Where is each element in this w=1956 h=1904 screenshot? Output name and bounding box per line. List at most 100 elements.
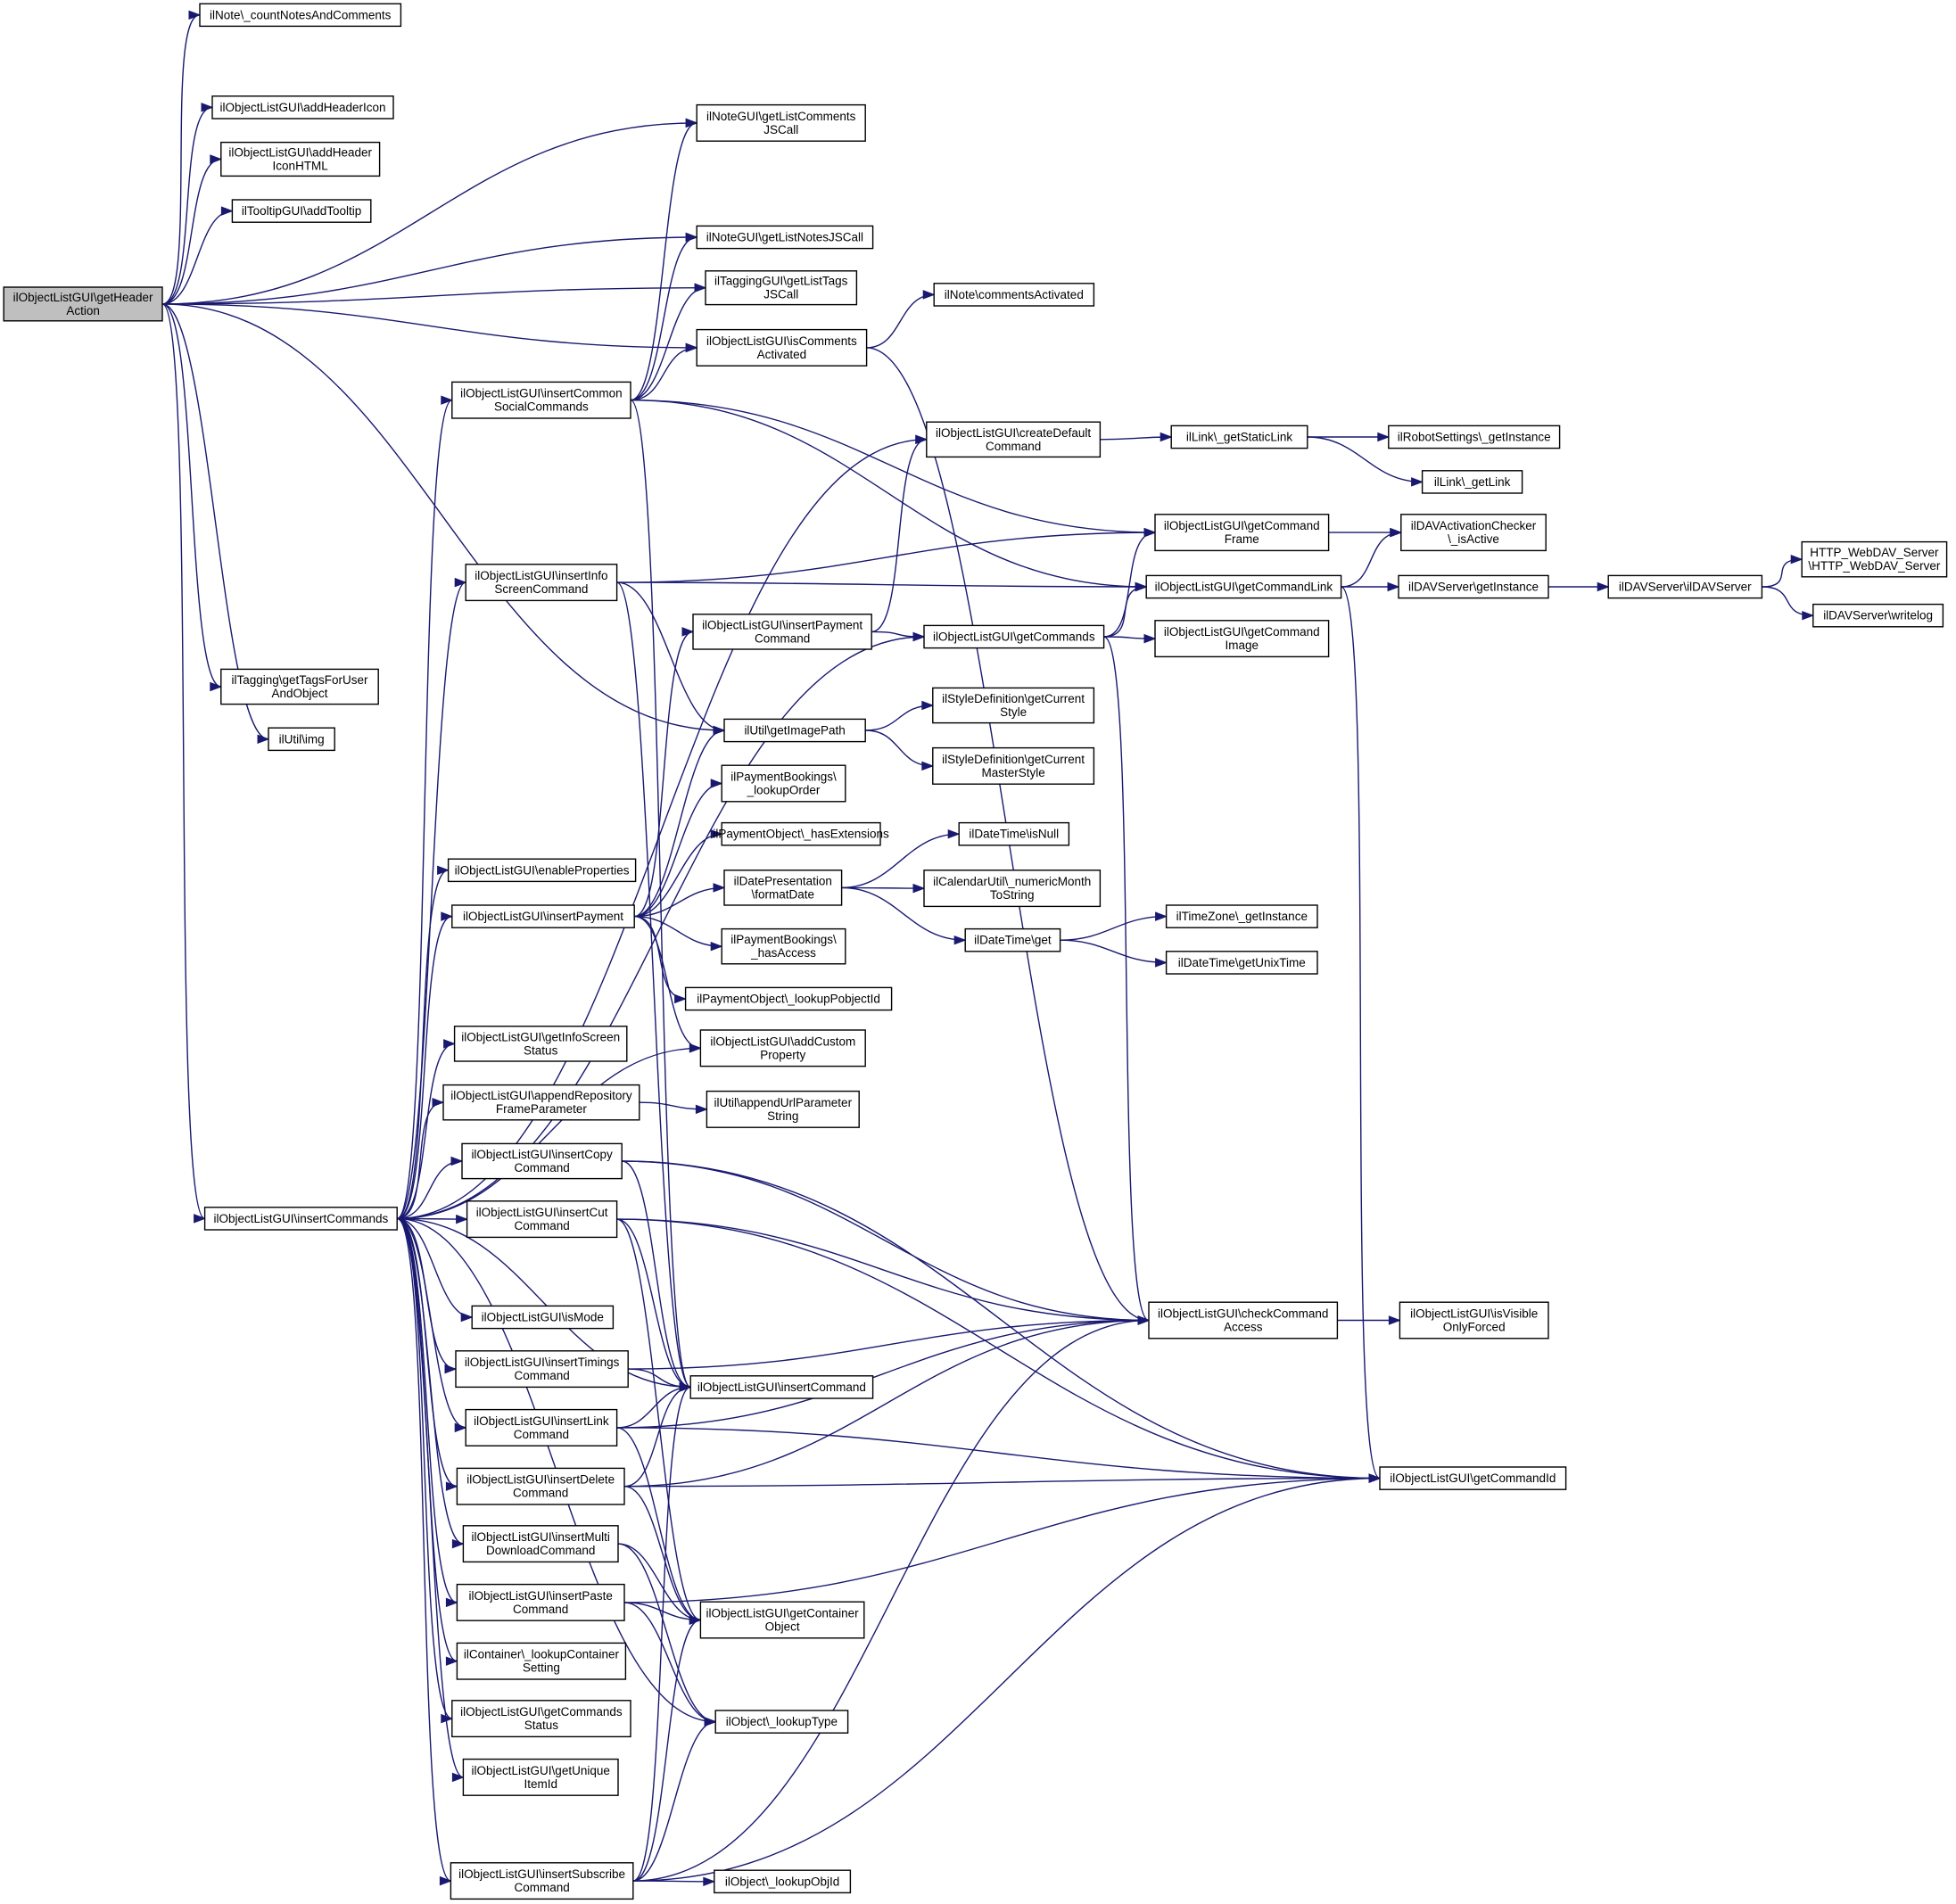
node-insertCommand[interactable]: ilObjectListGUI\insertCommand	[689, 1375, 874, 1399]
node-box	[1165, 951, 1318, 975]
node-getCommands[interactable]: ilObjectListGUI\getCommands	[923, 624, 1105, 649]
node-label: ilObjectListGUI\getCommands	[460, 1705, 623, 1719]
node-hasExtensions[interactable]: ilPaymentObject\_hasExtensions	[713, 821, 889, 846]
node-lookupPobjectId[interactable]: ilPaymentObject\_lookupPobjectId	[684, 986, 893, 1011]
arrow-head-icon	[1411, 477, 1424, 487]
edge-insertSubscribe-to-getContainerObject	[632, 1615, 702, 1882]
node-insertMultiDownload[interactable]: ilObjectListGUI\insertMultiDownloadComma…	[462, 1525, 619, 1563]
node-insertCommonSocial[interactable]: ilObjectListGUI\insertCommonSocialComman…	[451, 381, 631, 419]
node-robotGetInstance[interactable]: ilRobotSettings\_getInstance	[1388, 424, 1561, 449]
edge-line	[397, 915, 452, 1220]
node-label: Command	[514, 1428, 569, 1441]
node-label: ilTagging\getTagsForUser	[231, 673, 368, 687]
node-label: ilObjectListGUI\insertTimings	[465, 1356, 620, 1369]
node-box	[923, 870, 1102, 908]
node-tzGetInstance[interactable]: ilTimeZone\_getInstance	[1165, 904, 1318, 928]
node-countNotes[interactable]: ilNote\_countNotesAndComments	[199, 3, 402, 28]
node-box	[220, 668, 379, 705]
node-enableProperties[interactable]: ilObjectListGUI\enableProperties	[447, 858, 637, 883]
node-insertPayment[interactable]: ilObjectListGUI\insertPayment	[451, 904, 635, 928]
node-getStaticLink[interactable]: ilLink\_getStaticLink	[1170, 424, 1308, 449]
node-addHeaderIcon[interactable]: ilObjectListGUI\addHeaderIcon	[211, 95, 394, 120]
node-label: MasterStyle	[981, 766, 1044, 779]
edge-line	[396, 400, 453, 1220]
edge-insertSubscribe-to-insertCommand	[632, 1382, 692, 1882]
node-lookupType[interactable]: ilObject\_lookupType	[714, 1710, 849, 1734]
node-label: \formatDate	[752, 887, 815, 901]
edge-line	[616, 1218, 1150, 1322]
node-formatDate[interactable]: ilDatePresentation\formatDate	[723, 870, 843, 906]
node-appendRepoFrame[interactable]: ilObjectListGUI\appendRepositoryFramePar…	[442, 1084, 640, 1121]
arrow-head-icon	[441, 911, 454, 921]
node-hasAccess[interactable]: ilPaymentBookings\_hasAccess	[721, 927, 846, 965]
edge-appendRepoFrame-to-appendUrlParam	[639, 1101, 708, 1115]
node-getListNotesJS[interactable]: ilNoteGUI\getListNotesJSCall	[696, 225, 874, 250]
node-commentsActivated[interactable]: ilNote\commentsActivated	[933, 283, 1095, 307]
edge-getCommands-to-getCommandLink	[1103, 581, 1148, 638]
node-addTooltip[interactable]: ilTooltipGUI\addTooltip	[231, 199, 372, 223]
arrow-head-icon	[713, 883, 726, 893]
node-lookupObjId[interactable]: ilObject\_lookupObjId	[714, 1869, 852, 1894]
edge-line	[617, 1543, 701, 1621]
node-box	[1801, 540, 1948, 578]
edge-line	[841, 886, 966, 941]
node-dateTimeGet[interactable]: ilDateTime\get	[964, 927, 1061, 952]
node-box	[451, 1700, 631, 1738]
node-img[interactable]: ilUtil\img	[268, 727, 335, 752]
node-isMode[interactable]: ilObjectListGUI\isMode	[471, 1305, 615, 1330]
node-isNull[interactable]: ilDateTime\isNull	[958, 821, 1070, 846]
edge-insertPayment-to-lookupOrder	[634, 779, 723, 918]
node-label: ilObjectListGUI\getInfoScreen	[461, 1030, 620, 1043]
node-davGetInstance[interactable]: ilDAVServer\getInstance	[1398, 574, 1549, 599]
node-getCommandLink[interactable]: ilObjectListGUI\getCommandLink	[1145, 574, 1342, 599]
node-getLink[interactable]: ilLink\_getLink	[1421, 470, 1523, 494]
node-davServerCtor[interactable]: ilDAVServer\ilDAVServer	[1607, 574, 1763, 599]
node-box	[3, 286, 163, 322]
node-insertCommands[interactable]: ilObjectListGUI\insertCommands	[203, 1207, 398, 1231]
edge-checkCommandAccess-to-isVisibleOnlyForced	[1337, 1315, 1401, 1325]
arrow-head-icon	[710, 941, 723, 952]
node-httpWebDav[interactable]: HTTP_WebDAV_Server\HTTP_WebDAV_Server	[1801, 540, 1948, 578]
node-box	[465, 564, 618, 602]
node-writelog[interactable]: ilDAVServer\writelog	[1812, 603, 1944, 628]
node-label: Command	[514, 1881, 569, 1894]
arrow-head-icon	[679, 1382, 692, 1392]
node-getCommandId[interactable]: ilObjectListGUI\getCommandId	[1379, 1466, 1567, 1490]
edge-insertCut-to-getCommandId	[616, 1218, 1382, 1483]
node-lookupOrder[interactable]: ilPaymentBookings\_lookupOrder	[721, 764, 846, 803]
node-getImagePath[interactable]: ilUtil\getImagePath	[723, 718, 866, 743]
node-davIsActive[interactable]: ilDAVActivationChecker\_isActive	[1400, 514, 1547, 552]
node-getUnixTime[interactable]: ilDateTime\getUnixTime	[1165, 951, 1318, 975]
node-box	[705, 270, 858, 306]
